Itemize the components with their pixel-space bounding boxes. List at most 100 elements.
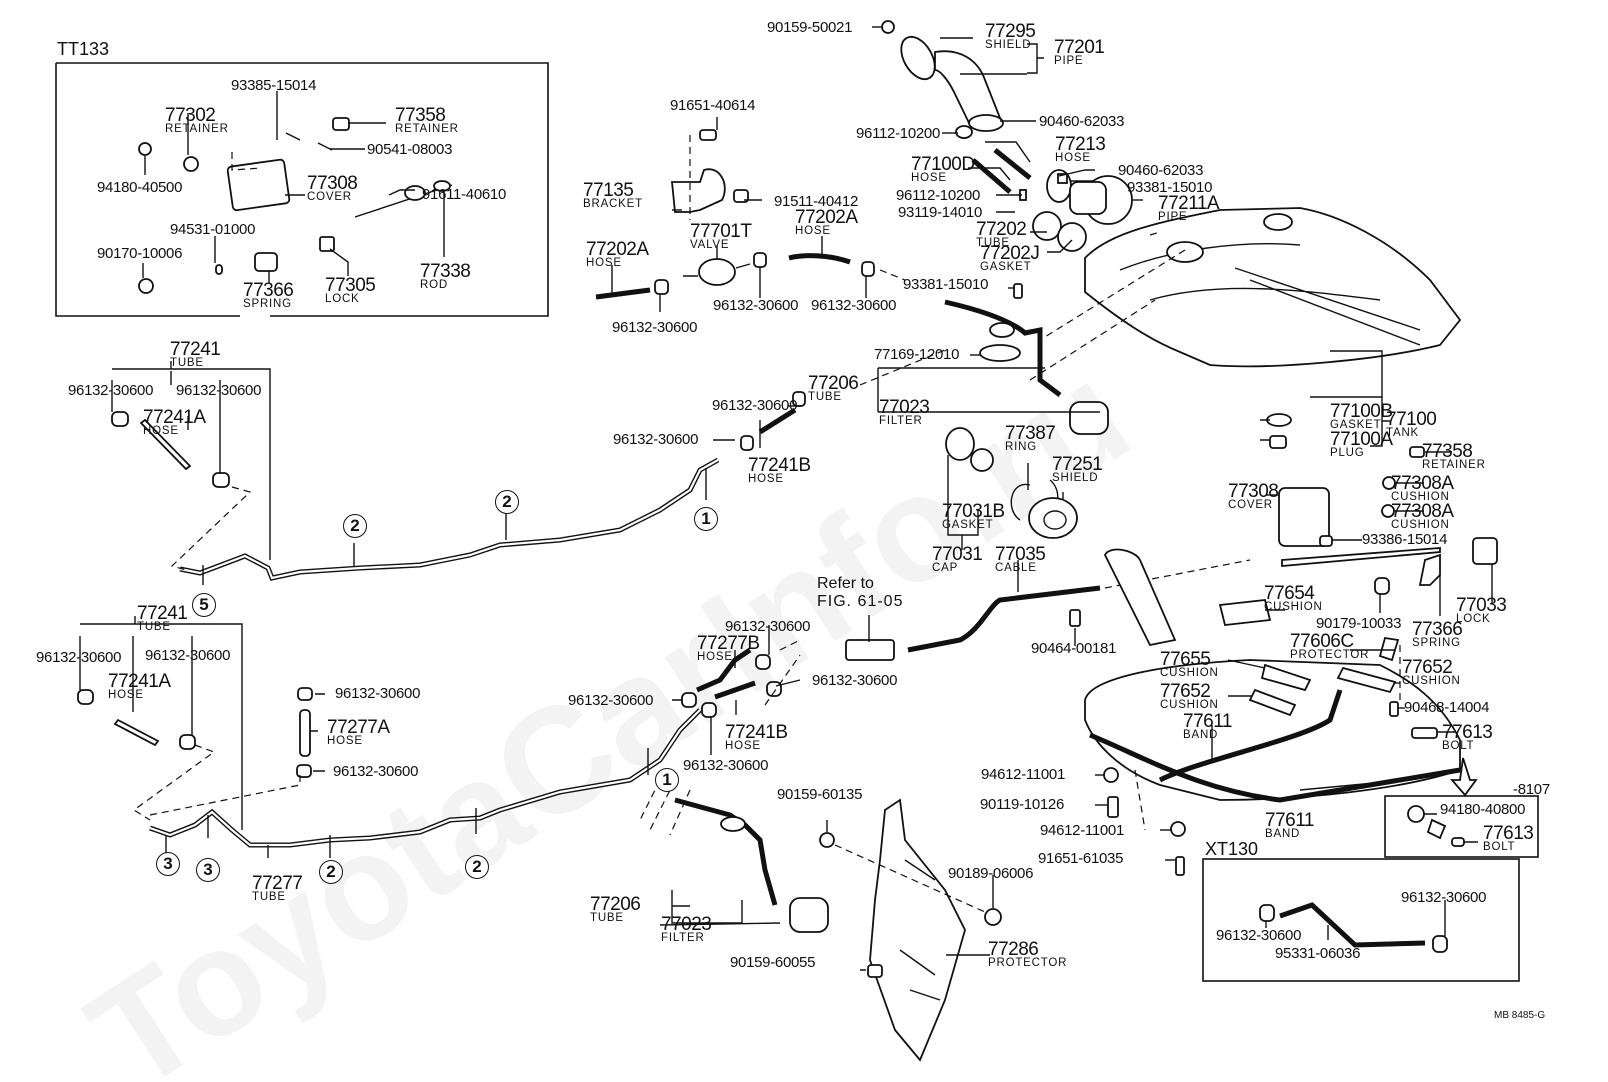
tt133-part-shapes	[138, 117, 453, 294]
part-label: 90189-06006	[948, 865, 1034, 882]
part-label: 90159-50021	[767, 19, 853, 36]
part-label: 96132-30600	[68, 382, 154, 399]
part-label: 91511-40412	[774, 193, 859, 210]
lower-line-shapes	[77, 616, 801, 858]
part-label: 96132-30600	[333, 763, 419, 780]
part-label: 90170-10006	[97, 245, 183, 262]
figure-reference-link[interactable]: FIG. 61-05	[817, 593, 904, 610]
valve-leaders	[611, 117, 1015, 312]
production-date-note: -8107	[1513, 781, 1550, 798]
inset-xt130-title: XT130	[1205, 839, 1259, 859]
part-label: 96132-30600	[145, 647, 231, 664]
part-label: 90119-10126	[980, 796, 1065, 813]
part-label: 94612-11001	[981, 766, 1066, 783]
figure-code: MB 8485-G	[1494, 1010, 1546, 1021]
filler-shapes	[881, 20, 1133, 252]
part-label: 94180-40800	[1440, 801, 1526, 818]
bolt-inset-shapes	[1407, 805, 1478, 847]
part-label: 96112-10200	[896, 187, 981, 204]
sender-leaders	[713, 299, 1156, 592]
callout-2: 2	[465, 855, 489, 879]
callout-1: 1	[655, 768, 679, 792]
part-label: 96132-30600	[811, 297, 897, 314]
inset-tt133-title: TT133	[57, 39, 110, 59]
callout-2: 2	[343, 514, 367, 538]
part-label: 77169-12010	[874, 346, 960, 363]
part-label: 96132-30600	[713, 297, 799, 314]
part-label: 90179-10033	[1316, 615, 1402, 632]
part-label: 93385-15014	[231, 77, 317, 94]
part-label: 96132-30600	[613, 431, 699, 448]
callout-3: 3	[156, 852, 180, 876]
part-label: 93386-15014	[1362, 531, 1448, 548]
part-label: 96132-30600	[612, 319, 698, 336]
part-label: 96132-30600	[712, 397, 798, 414]
part-label: 96112-10200	[856, 125, 941, 142]
lower-tank-shape	[1084, 413, 1498, 876]
part-label: 90460-62033	[1039, 113, 1125, 130]
part-label: 90541-08003	[367, 141, 453, 158]
part-label: 96132-30600	[36, 649, 122, 666]
part-label: 96132-30600	[335, 685, 421, 702]
callout-3: 3	[196, 858, 220, 882]
tank-leaders	[1095, 350, 1493, 861]
part-label: 93119-14010	[898, 204, 983, 221]
part-label: 96132-30600	[683, 757, 769, 774]
part-label: 90460-62033	[1118, 162, 1204, 179]
inset-bolt-frame	[1384, 795, 1539, 858]
part-label: 94612-11001	[1040, 822, 1125, 839]
protector-shapes	[639, 779, 1002, 1062]
part-label: 90159-60135	[777, 786, 863, 803]
filler-leaders	[872, 26, 1143, 253]
sender-shapes	[740, 299, 1109, 539]
callout-2: 2	[495, 490, 519, 514]
tt133-leaders	[142, 91, 445, 283]
callout-5: 5	[192, 593, 216, 617]
part-label: 93381-15010	[1127, 179, 1213, 196]
tank-dash-1	[1039, 249, 1186, 341]
part-label: 96132-30600	[812, 672, 898, 689]
callout-1: 1	[694, 507, 718, 531]
part-label: 94180-40500	[97, 179, 183, 196]
upper-line-shapes	[111, 361, 720, 585]
